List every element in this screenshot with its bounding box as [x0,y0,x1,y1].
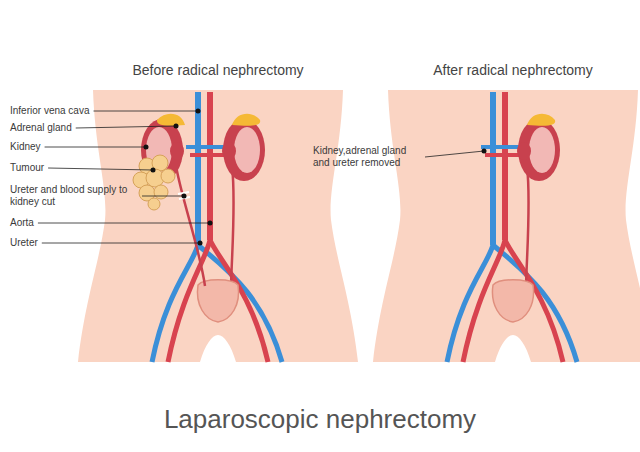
part-label: Ureter and blood supply to kidney cut [10,184,138,208]
leader-dot [198,241,203,246]
part-label: Kidney [10,141,41,153]
leader-dot [208,221,213,226]
body-before [78,90,358,362]
leader-dot [196,109,201,114]
part-label: Aorta [10,217,34,229]
leader-dot [174,124,179,129]
leader-line [48,168,153,170]
part-label: Kidney,adrenal gland and ureter removed [313,145,421,169]
part-label: Ureter [10,237,38,249]
leader-dot [182,194,187,199]
leader-dot [151,168,156,173]
leader-dot [144,145,149,150]
part-label: Inferior vena cava [10,105,90,117]
tumour [133,155,175,210]
part-label: Adrenal gland [10,122,72,134]
diagram-title: Laparoscopic nephrectomy [164,404,476,434]
leader-dot [482,149,487,154]
cut-stub [481,147,505,155]
part-label: Tumour [10,162,44,174]
leader-line [42,243,200,244]
leader-line [38,223,210,224]
panel-heading: Before radical nephrectomy [132,62,303,79]
leader-line [142,196,184,197]
leader-line [76,126,176,128]
panel-heading: After radical nephrectomy [433,62,593,79]
leader-line [45,147,146,148]
leader-line [425,151,484,157]
left-kidney [141,114,205,286]
body-after [373,90,640,362]
leader-line [94,111,199,112]
